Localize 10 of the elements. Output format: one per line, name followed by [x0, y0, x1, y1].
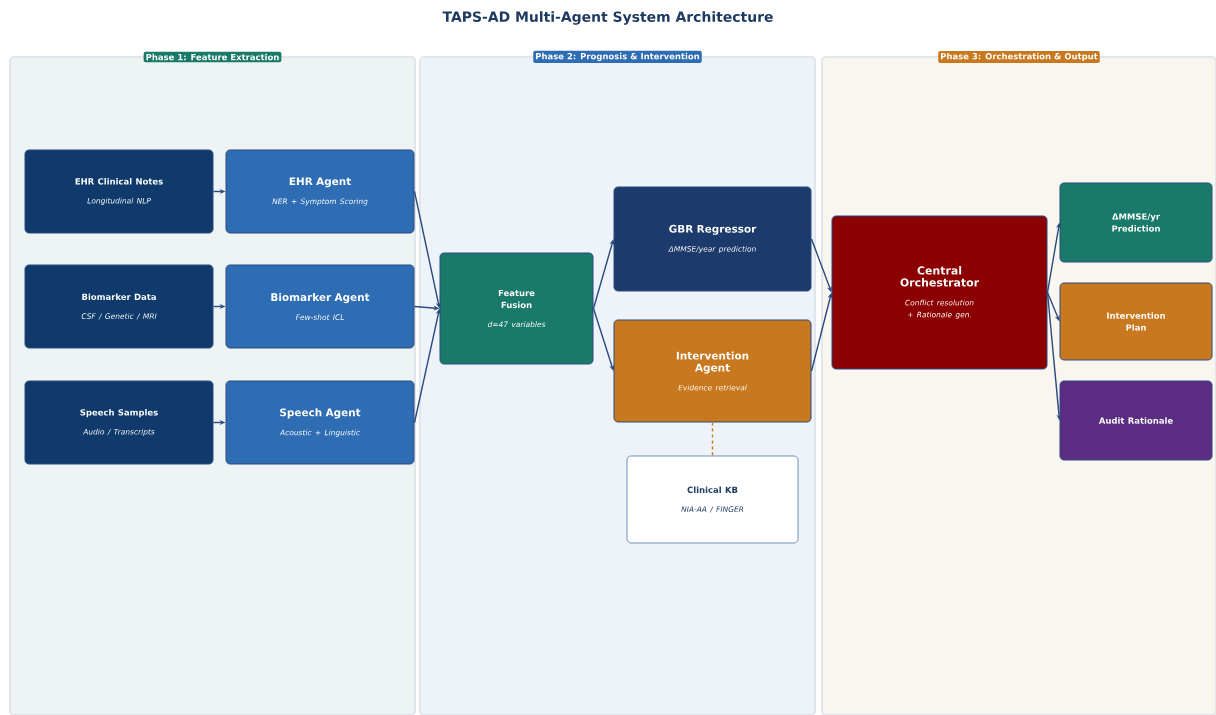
arrow [592, 307, 615, 371]
phase-badge: Phase 3: Orchestration & Output [938, 50, 1100, 64]
phase-badge: Phase 2: Prognosis & Intervention [533, 50, 702, 64]
title: TAPS-AD Multi-Agent System Architecture [442, 11, 773, 25]
output-box: ΔMMSE/yr Prediction [1059, 182, 1213, 263]
arrow [592, 239, 615, 310]
output-box: Audit Rationale [1059, 380, 1213, 461]
output-box: Intervention Plan [1059, 282, 1213, 361]
connector [711, 421, 714, 457]
phase-badge: Phase 1: Feature Extraction [143, 51, 282, 63]
